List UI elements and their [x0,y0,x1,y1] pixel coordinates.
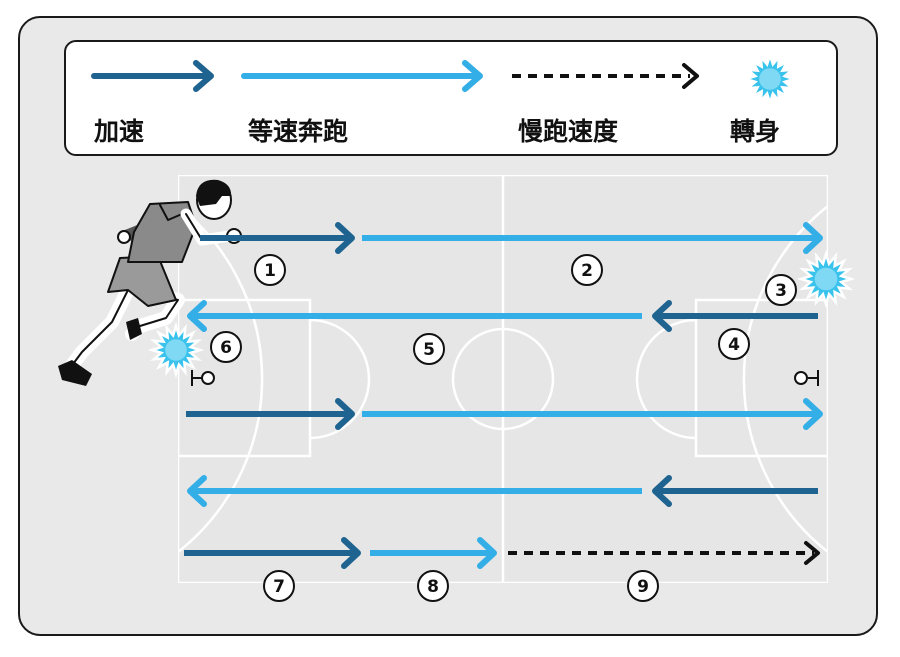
right-key [694,298,828,458]
svg-text:9: 9 [637,577,649,597]
legend-label-accelerate: 加速 [94,117,145,146]
arrow-1-accelerate [200,222,355,254]
right-free-throw-arc [635,318,697,440]
legend-label-constant-run: 等速奔跑 [248,117,349,146]
right-hoop-icon [794,370,819,386]
legend-box: 加速 等速奔跑 慢跑速度 轉身 [64,40,838,156]
step-marker-2: 2 [571,254,603,286]
legend-turn-burst-icon [741,50,799,108]
basketball-court [178,175,828,583]
legend-jog-arrow [512,63,699,89]
step-marker-1: 1 [254,254,286,286]
arrow-row4-constant-run [187,475,642,507]
arrow-7-accelerate [184,537,361,569]
step-marker-7: 7 [263,570,295,602]
right-three-point-arc [742,205,828,553]
left-key [178,298,312,458]
step-marker-9: 9 [627,570,659,602]
arrow-2-constant-run [362,222,823,254]
legend-label-jog-speed: 慢跑速度 [518,117,619,146]
svg-text:8: 8 [427,577,439,597]
route-arrows [184,222,823,569]
svg-text:3: 3 [775,281,787,301]
svg-text:2: 2 [581,261,593,281]
legend-constant-run-arrow [241,60,483,92]
step-marker-6: 6 [210,331,242,363]
turn-burst-left-icon [147,321,205,379]
step-marker-5: 5 [413,333,445,365]
left-three-point-arc [178,205,264,553]
left-free-throw-arc [309,318,371,440]
turn-burst-right-icon [796,249,856,309]
arrow-row3-constant-run [362,398,823,430]
legend-accelerate-arrow [91,60,214,92]
step-marker-8: 8 [417,570,449,602]
arrow-5-constant-run [187,300,642,332]
arrow-row3-accelerate [186,398,355,430]
svg-text:7: 7 [273,577,285,597]
arrow-row4-accelerate [652,475,818,507]
svg-text:4: 4 [728,335,740,355]
legend-label-turn: 轉身 [730,117,781,146]
step-marker-4: 4 [718,328,750,360]
svg-text:5: 5 [423,340,435,360]
arrow-4-accelerate [652,300,818,332]
left-hoop-icon [191,370,215,386]
arrow-8-constant-run [370,537,497,569]
svg-text:1: 1 [264,261,276,281]
center-circle [451,327,555,431]
legend-symbols [91,50,799,108]
step-marker-3: 3 [765,274,797,306]
svg-text:6: 6 [220,338,232,358]
arrow-9-jog [508,541,820,565]
